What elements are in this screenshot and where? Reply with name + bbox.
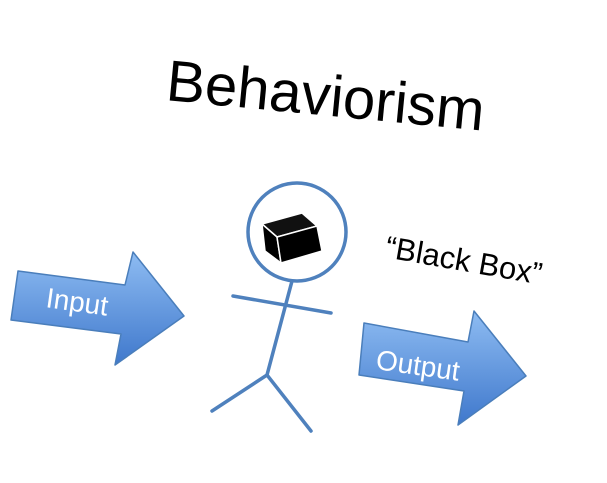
figure-arms [231, 294, 333, 315]
figure-left-leg [210, 373, 269, 413]
figure-head [246, 181, 348, 283]
title: Behaviorism [164, 48, 488, 143]
right-arrow-icon [358, 310, 527, 426]
output-arrow: Output [358, 310, 527, 426]
right-arrow-icon [10, 251, 185, 366]
cube-icon [261, 212, 323, 264]
figure-right-leg [265, 373, 313, 433]
black-box-caption: “Black Box” [383, 229, 545, 291]
input-arrow: Input [10, 251, 185, 366]
stick-figure-body [210, 279, 333, 433]
figure-torso [265, 279, 294, 377]
